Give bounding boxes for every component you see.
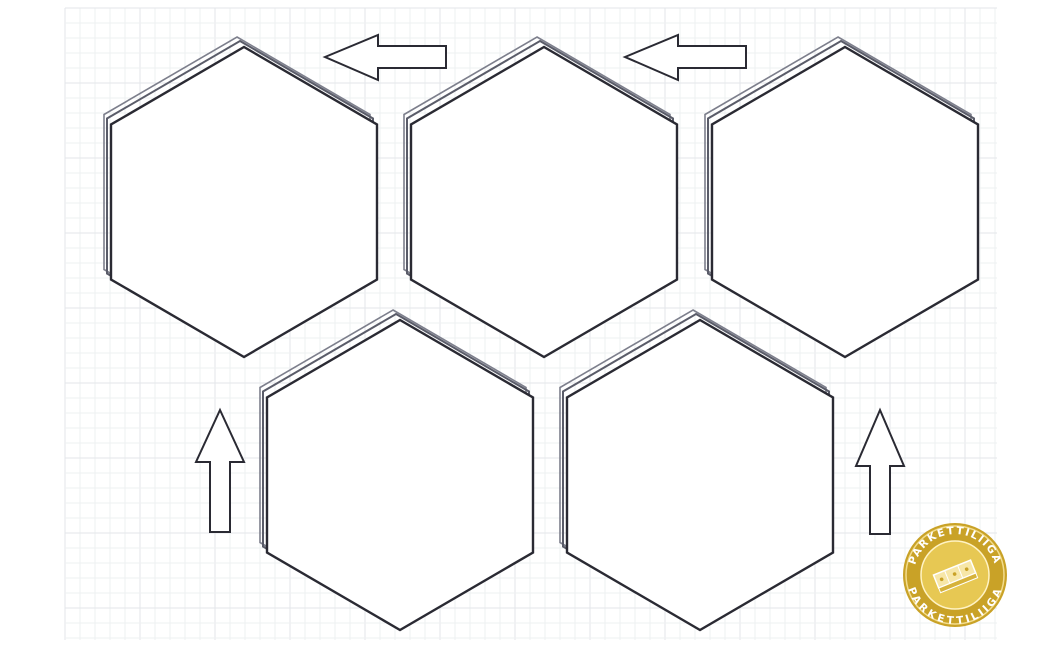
- hexagon-front-outline: [710, 45, 980, 359]
- hexagon-group: [103, 36, 980, 632]
- hex-top-left: [103, 36, 379, 359]
- parquet-plank-icon: [932, 559, 979, 594]
- arrow-top-left: [322, 33, 447, 82]
- hex-top-middle: [403, 36, 679, 359]
- hexagon-front-outline: [109, 45, 379, 359]
- hex-top-right: [704, 36, 980, 359]
- parkettiliiga-logo: PARKETTILIIGA PARKETTILIIGA: [903, 523, 1007, 627]
- hexagon-front-outline: [565, 318, 835, 632]
- hex-bottom-right: [559, 309, 835, 632]
- hexagon-front-outline: [265, 318, 535, 632]
- arrow-bottom-right: [854, 407, 906, 535]
- arrow-bottom-left: [194, 407, 246, 533]
- hexagon-front-outline: [409, 45, 679, 359]
- arrow-top-right: [622, 33, 747, 82]
- hex-bottom-left: [259, 309, 535, 632]
